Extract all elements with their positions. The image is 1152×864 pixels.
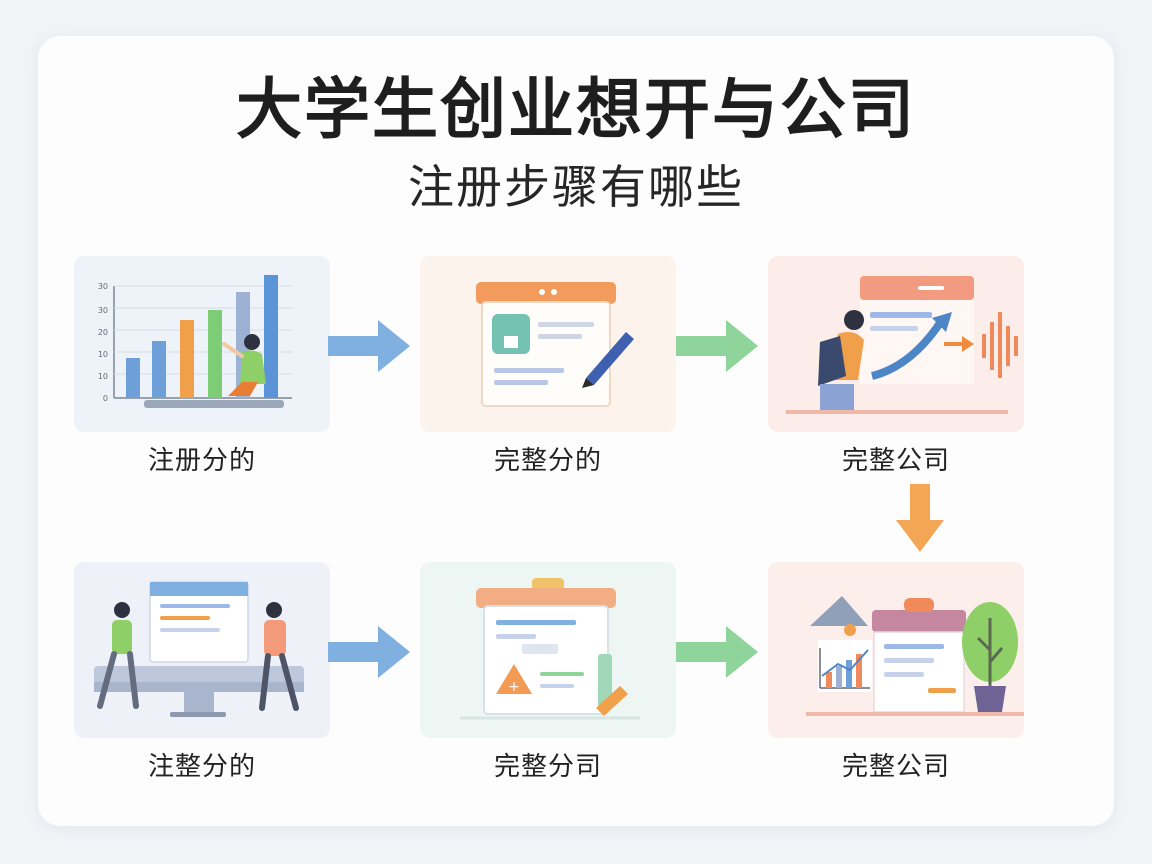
tick-5: 30	[98, 282, 108, 291]
tick-4: 30	[98, 306, 108, 315]
svg-text:+: +	[508, 679, 520, 695]
page-subtitle: 注册步骤有哪些	[408, 160, 744, 214]
business-report-plant-illustration	[806, 596, 1024, 716]
arrow-right-icon	[676, 626, 758, 678]
tick-0: 0	[103, 394, 108, 403]
step-6-label: 完整公司	[841, 752, 950, 782]
arrow-down-icon	[896, 484, 944, 552]
arrow-right-icon	[328, 320, 410, 372]
step-5-label: 完整分司	[493, 752, 602, 782]
bar-chart-person-illustration: 0 10 10 20 30 30	[98, 275, 292, 408]
step-1-tile: 0 10 10 20 30 30	[74, 256, 330, 432]
step-1-label: 注册分的	[147, 446, 256, 476]
page-title: 大学生创业想开与公司	[236, 71, 916, 148]
presentation-growth-illustration	[786, 276, 1018, 414]
step-5-tile: +	[420, 562, 676, 738]
tick-2: 10	[98, 350, 108, 359]
document-pen-illustration	[476, 282, 634, 407]
step-6-tile	[768, 562, 1024, 738]
clipboard-warning-illustration: +	[460, 578, 640, 720]
arrow-right-icon	[676, 320, 758, 372]
arrow-right-icon	[328, 626, 410, 678]
step-2-label: 完整分的	[493, 446, 602, 476]
step-4-tile	[74, 562, 330, 738]
step-3-tile	[768, 256, 1024, 432]
tick-3: 20	[98, 328, 108, 337]
tick-1: 10	[98, 372, 108, 381]
step-3-label: 完整公司	[841, 446, 950, 476]
step-4-label: 注整分的	[147, 752, 256, 782]
team-meeting-illustration	[94, 581, 304, 717]
step-2-tile	[420, 256, 676, 432]
